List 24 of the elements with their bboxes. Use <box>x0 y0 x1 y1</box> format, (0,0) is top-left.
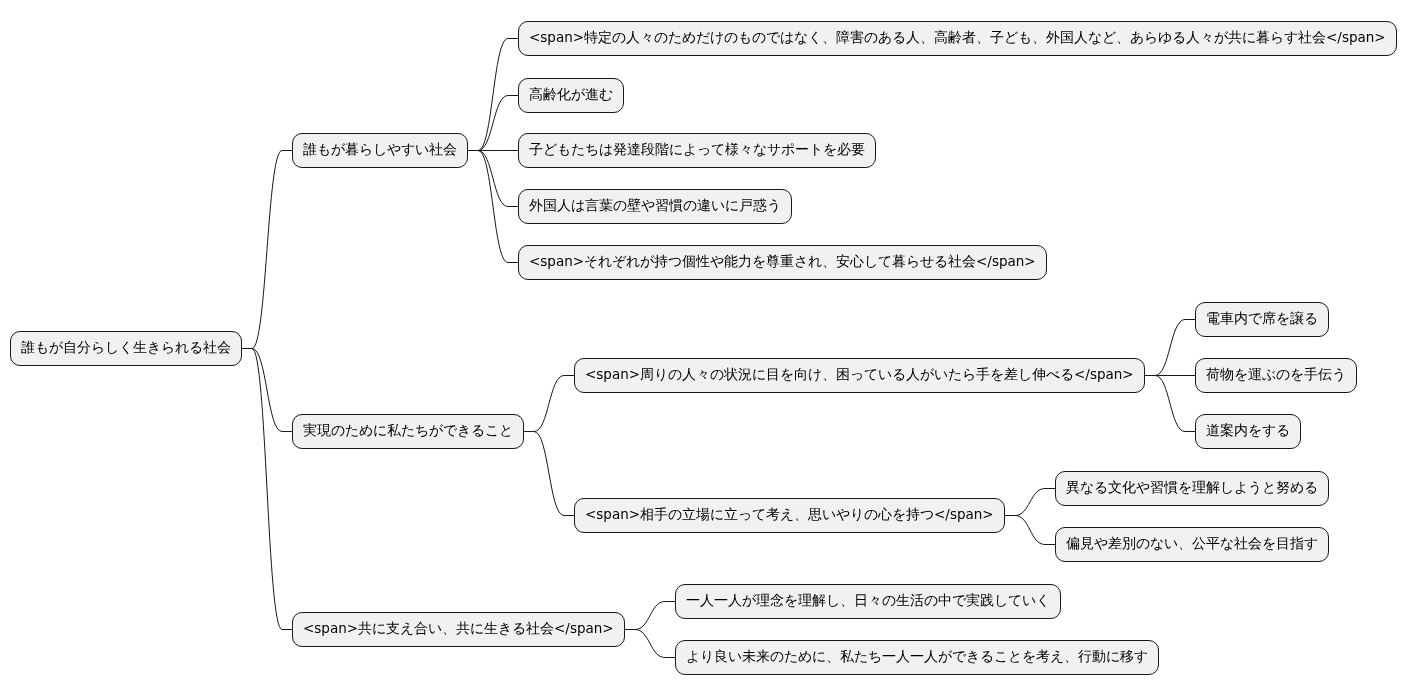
topic-box: 高齢化が進む <box>518 77 624 113</box>
branch-line <box>523 431 575 516</box>
topic-box: 電車内で席を譲る <box>1195 301 1329 337</box>
topic-box: 一人一人が理念を理解し、日々の生活の中で実践していく <box>675 583 1061 619</box>
topic-box: <span>特定の人々のためだけのものではなく、障害のある人、高齢者、子ども、外国人など、あらゆる人々が共に暮らす社会</span> <box>518 20 1397 56</box>
branch-line <box>241 348 293 630</box>
topic-box: 子どもたちは発達段階によって様々なサポートを必要 <box>518 132 876 168</box>
topic-box: 誰もが暮らしやすい社会 <box>292 132 468 168</box>
topic-box: <span>それぞれが持つ個性や能力を尊重され、安心して暮らせる社会</span> <box>518 244 1047 280</box>
topic-box: 誰もが自分らしく生きられる社会 <box>10 330 242 366</box>
topic-box: 実現のために私たちができること <box>292 413 524 449</box>
branch-line <box>467 150 519 263</box>
topic-box: 偏見や差別のない、公平な社会を目指す <box>1055 526 1329 562</box>
topic-box: <span>周りの人々の状況に目を向け、困っている人がいたら手を差し伸べる</span> <box>574 357 1145 393</box>
topic-box: 異なる文化や習慣を理解しようと努める <box>1055 470 1329 506</box>
topic-box: <span>共に支え合い、共に生きる社会</span> <box>292 611 625 647</box>
topic-box: 道案内をする <box>1195 413 1301 449</box>
topic-box: 荷物を運ぶのを手伝う <box>1195 357 1357 393</box>
topic-box: より良い未来のために、私たち一人一人ができることを考え、行動に移す <box>675 639 1159 675</box>
branch-line <box>1144 375 1196 432</box>
topic-box: 外国人は言葉の壁や習慣の違いに戸惑う <box>518 188 792 224</box>
topic-box: <span>相手の立場に立って考え、思いやりの心を持つ</span> <box>574 497 1005 533</box>
branch-line <box>1004 515 1056 545</box>
branch-line <box>624 629 676 658</box>
